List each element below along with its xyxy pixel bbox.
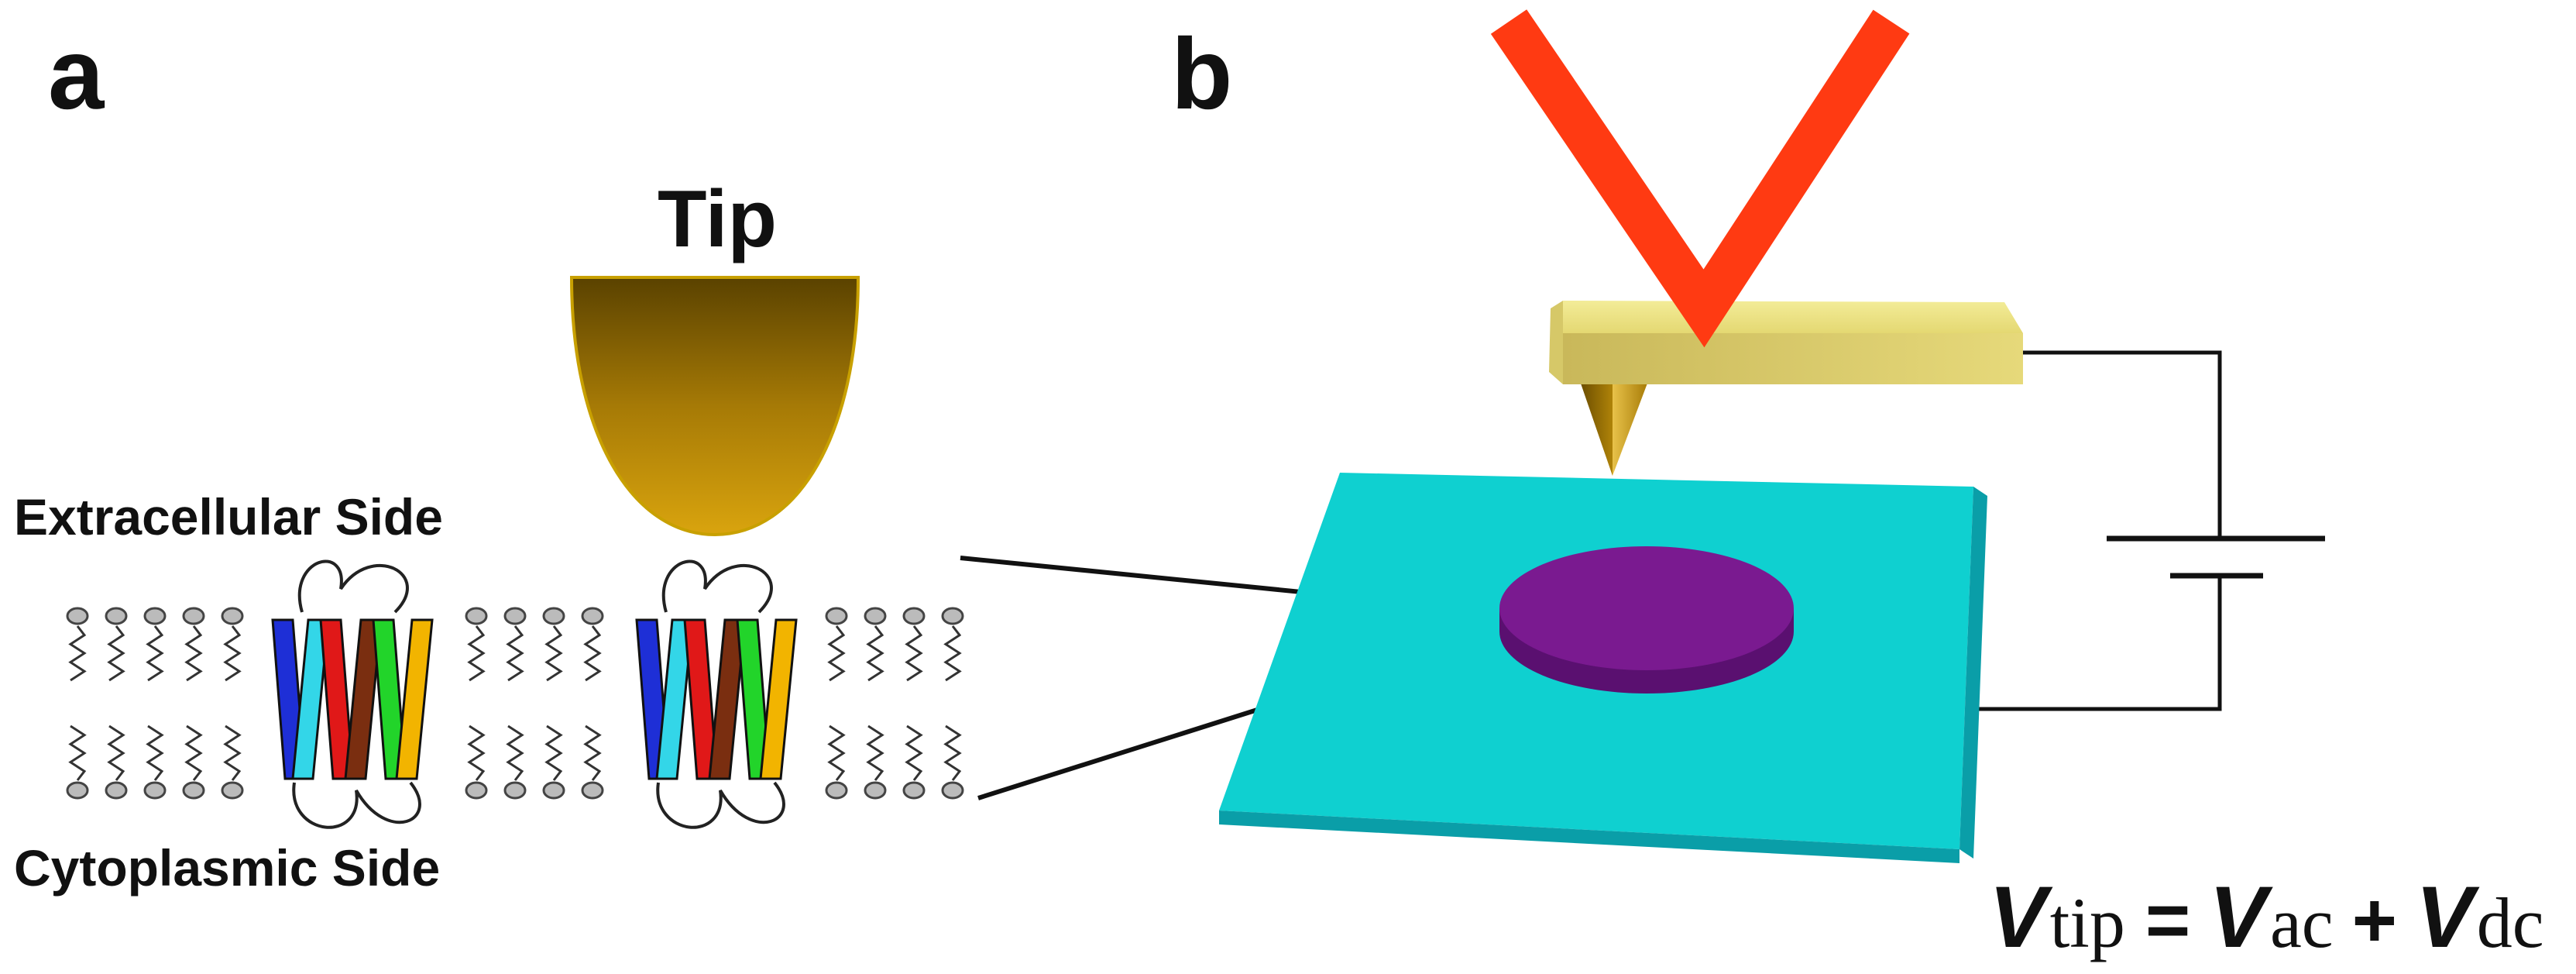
eq-v-ac-symbol: V [2209,869,2273,965]
cytoplasmic-side-label: Cytoplasmic Side [14,839,440,897]
afm-tip-shape [569,276,860,537]
eq-sub-ac: ac [2270,883,2334,962]
svg-text:Vtip=Vac+Vdc: Vtip=Vac+Vdc [1989,869,2544,965]
cantilever-v [1490,9,1910,348]
lipid-molecule [902,607,926,800]
lipid-molecule [465,607,488,800]
tip-voltage-equation: Vtip=Vac+Vdc [1989,869,2544,965]
lipid-molecule [941,607,964,800]
transmembrane-helix [759,618,798,780]
probe-tip [1580,381,1648,476]
membrane-proteins [271,559,798,829]
panel-b-letter: b [1171,17,1232,130]
circuit-wire-bottom [1967,576,2222,711]
lipid-bilayer [66,607,964,800]
membrane-protein [271,559,434,829]
transmembrane-helix [395,618,434,780]
lipid-molecule [503,607,527,800]
eq-sub-dc: dc [2477,883,2544,962]
lipid-molecule [825,607,848,800]
circuit-wire-top [2018,350,2222,539]
sample-disc [1499,546,1794,694]
lipid-molecule [66,607,89,800]
lipid-molecule [143,607,167,800]
cantilever-bar [1549,301,2023,384]
lipid-molecule [581,607,604,800]
extracellular-side-label: Extracellular Side [14,488,443,546]
lipid-molecule [182,607,205,800]
lipid-molecule [542,607,565,800]
eq-sub-tip: tip [2050,883,2125,962]
membrane-protein [635,559,798,829]
tip-label: Tip [658,174,777,264]
eq-plus: + [2352,877,2397,964]
lipid-molecule [105,607,128,800]
panel-a-letter: a [48,17,105,130]
lipid-molecule [221,607,244,800]
eq-v-dc-symbol: V [2416,869,2480,965]
eq-equals: = [2145,877,2190,964]
eq-v-tip-symbol: V [1989,869,2053,965]
lipid-molecule [864,607,887,800]
panel-b: b V [1171,9,2544,965]
